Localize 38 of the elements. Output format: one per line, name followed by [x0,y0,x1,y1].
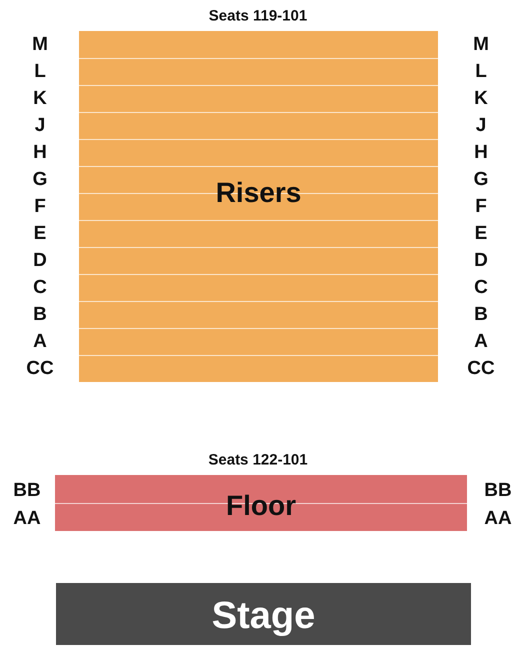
row-label: B [474,304,488,326]
row-label: BB [484,480,512,502]
row-label: L [34,60,46,82]
row-label: D [33,250,47,272]
row-label: A [474,330,488,352]
row-label: M [32,34,48,56]
seat-range-label: Seats 119-101 [208,8,308,24]
row-label: L [475,60,487,82]
row-label: G [32,168,48,190]
row-label: M [473,34,489,56]
risers-section [79,31,438,382]
row-label: AA [484,508,512,530]
row-label: C [474,276,488,298]
row-label: K [33,88,47,110]
row-label: H [474,142,488,164]
stage [56,583,471,645]
row-label: J [476,114,486,136]
row-label: AA [13,508,41,530]
row-label: CC [467,358,495,380]
seat-range-label: Seats 122-101 [208,452,308,468]
row-label: F [475,196,487,218]
section-label: Risers [216,176,302,208]
row-label: A [33,330,47,352]
row-label: J [34,114,46,136]
row-label: E [34,222,46,244]
row-label: CC [26,358,54,380]
row-label: C [33,276,47,298]
row-label: F [34,196,46,218]
row-label: B [33,304,47,326]
row-label: K [474,88,488,110]
row-label: E [474,222,488,244]
row-label: H [33,142,47,164]
row-label: G [474,168,488,190]
row-label: BB [13,480,41,502]
floor-section [55,475,467,531]
section-label: Stage [212,594,316,638]
row-label: D [474,250,488,272]
section-label: Floor [226,490,296,522]
